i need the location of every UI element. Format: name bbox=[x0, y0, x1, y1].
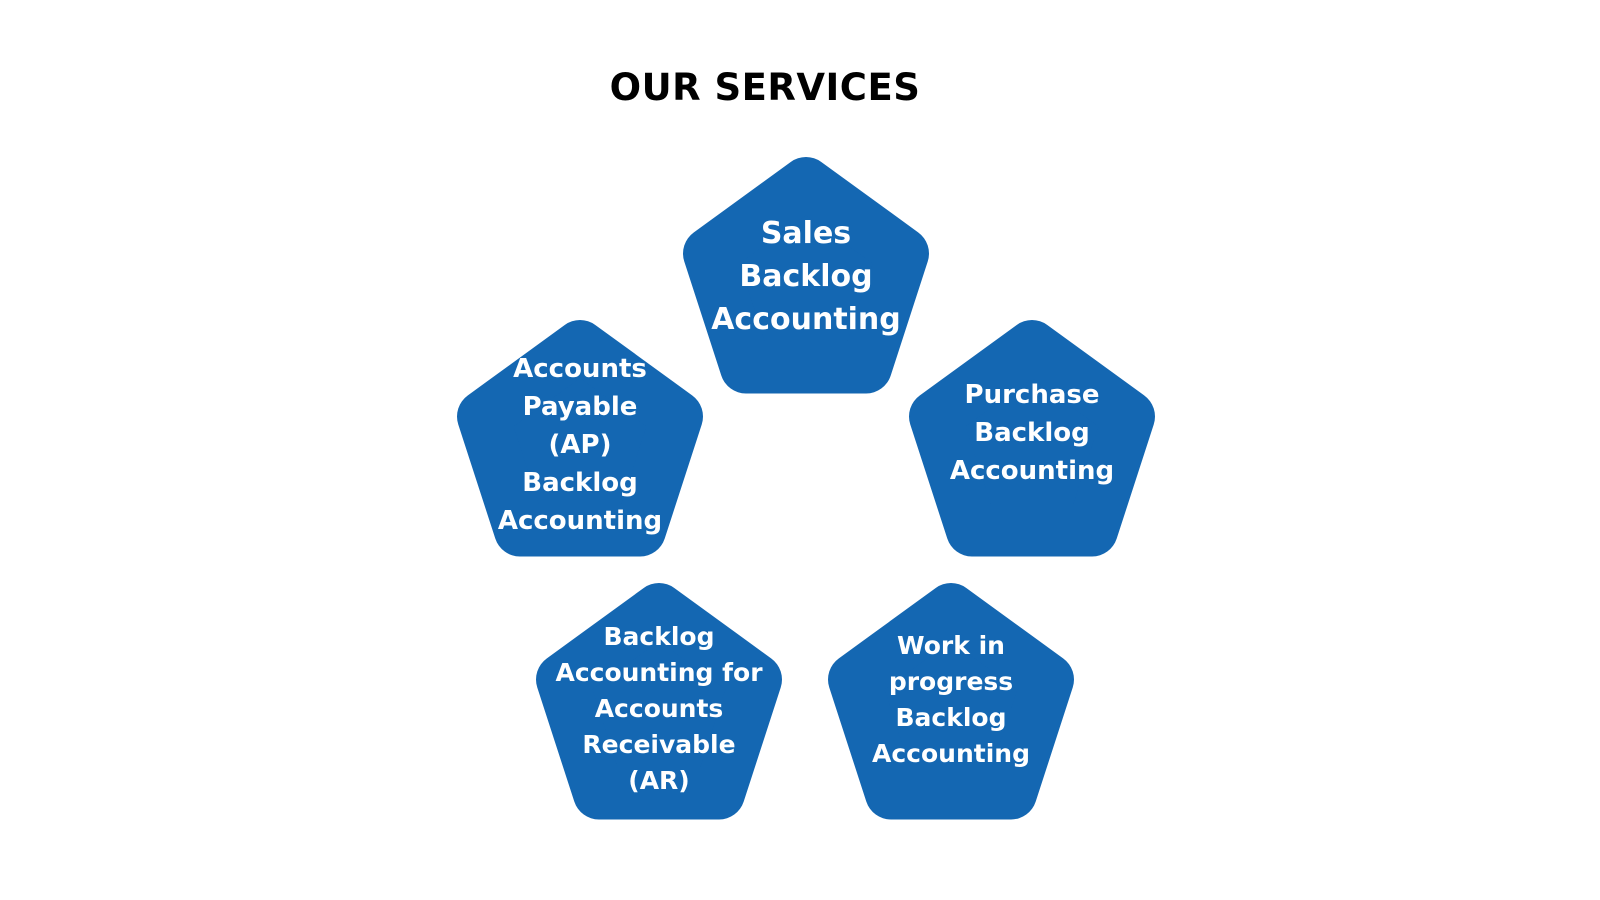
service-label-line: Accounts bbox=[595, 694, 724, 723]
service-label-line: Receivable bbox=[582, 730, 735, 759]
service-label-line: Work in bbox=[897, 631, 1005, 660]
service-label-line: Accounting bbox=[711, 302, 901, 337]
page-title: OUR SERVICES bbox=[609, 66, 921, 109]
service-label-line: Accounting bbox=[950, 456, 1114, 486]
service-label-line: Backlog bbox=[739, 259, 872, 294]
service-label-line: Accounting bbox=[872, 739, 1030, 768]
service-label-line: (AR) bbox=[628, 766, 689, 795]
service-label-line: Purchase bbox=[965, 380, 1100, 410]
pentagon-shape bbox=[683, 157, 929, 394]
service-label-line: Accounts bbox=[513, 354, 647, 384]
service-label-line: Accounting bbox=[498, 506, 662, 536]
service-label-line: Backlog bbox=[895, 703, 1006, 732]
service-label-line: Backlog bbox=[974, 418, 1089, 448]
pentagon-shape bbox=[457, 320, 703, 557]
service-label-line: progress bbox=[889, 667, 1013, 696]
service-label-line: (AP) bbox=[549, 430, 612, 460]
service-label-line: Sales bbox=[761, 216, 851, 251]
service-label-line: Accounting for bbox=[555, 658, 763, 687]
service-label-line: Backlog bbox=[603, 622, 714, 651]
service-label-line: Payable bbox=[523, 392, 638, 422]
service-label-line: Backlog bbox=[522, 468, 637, 498]
pentagon-shape bbox=[828, 583, 1074, 820]
pentagon-shape bbox=[909, 320, 1155, 557]
pentagon-shape bbox=[536, 583, 782, 820]
